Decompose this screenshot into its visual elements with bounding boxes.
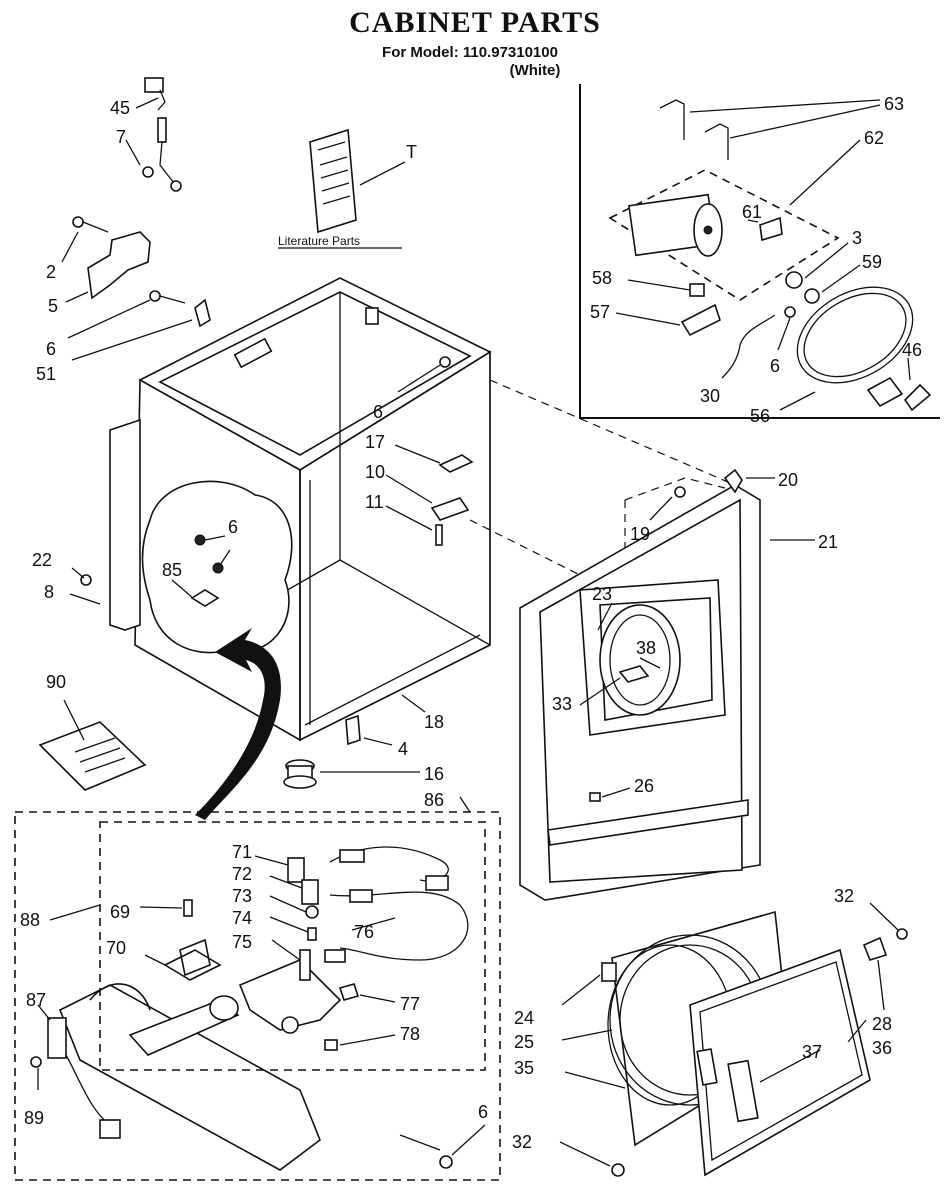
callout-33: 33 <box>552 694 572 714</box>
screw-6-belt <box>784 306 796 318</box>
callout-17: 17 <box>365 432 385 452</box>
callout-6: 6 <box>770 356 780 376</box>
callout-6: 6 <box>478 1102 488 1122</box>
callout-32: 32 <box>834 886 854 906</box>
clip-17 <box>438 454 474 473</box>
callout-74: 74 <box>232 908 252 928</box>
drive-belt-56 <box>796 286 914 384</box>
washer-59 <box>804 288 820 304</box>
callout-45: 45 <box>110 98 130 118</box>
leveling-foot-16 <box>283 759 317 789</box>
callout-78: 78 <box>400 1024 420 1044</box>
clip-20 <box>723 468 743 494</box>
idler-bracket-57 <box>680 303 721 337</box>
callout-20: 20 <box>778 470 798 490</box>
callout-21: 21 <box>818 532 838 552</box>
callout-71: 71 <box>232 842 252 862</box>
screw-32-top <box>896 928 908 940</box>
callout-7: 7 <box>116 127 126 147</box>
callout-T: T <box>406 142 417 162</box>
callout-56: 56 <box>750 406 770 426</box>
switch-10 <box>430 497 470 521</box>
callout-11: 11 <box>365 492 384 512</box>
literature-label: Literature Parts <box>278 234 360 248</box>
callout-51: 51 <box>36 364 56 384</box>
callout-32: 32 <box>512 1132 532 1152</box>
screw-11 <box>435 524 443 546</box>
rear-panel-left <box>109 418 141 631</box>
callout-16: 16 <box>424 764 444 784</box>
callout-76: 76 <box>354 922 374 942</box>
callout-75: 75 <box>232 932 252 952</box>
front-panel-21 <box>519 477 761 901</box>
callout-46: 46 <box>902 340 922 360</box>
callout-63: 63 <box>884 94 904 114</box>
callout-70: 70 <box>106 938 126 958</box>
callout-57: 57 <box>590 302 610 322</box>
callout-24: 24 <box>514 1008 534 1028</box>
callout-23: 23 <box>592 584 612 604</box>
callout-61: 61 <box>742 202 762 222</box>
model-number: For Model: 110.97310100 <box>382 44 558 61</box>
callout-19: 19 <box>630 524 650 544</box>
screw-6-bottom <box>439 1155 453 1169</box>
screw-6-top <box>439 356 451 368</box>
callout-69: 69 <box>110 902 130 922</box>
callout-38: 38 <box>636 638 656 658</box>
screw-26 <box>589 792 601 802</box>
callout-6: 6 <box>46 339 56 359</box>
callout-30: 30 <box>700 386 720 406</box>
callout-10: 10 <box>365 462 385 482</box>
bracket-4 <box>345 714 361 746</box>
callout-22: 22 <box>32 550 52 570</box>
callout-59: 59 <box>862 252 882 272</box>
spring-30 <box>721 314 776 379</box>
callout-4: 4 <box>398 739 408 759</box>
wiring-diagram-card-90 <box>38 721 147 791</box>
callout-5: 5 <box>48 296 58 316</box>
callout-35: 35 <box>514 1058 534 1078</box>
burner-assembly <box>14 811 501 1181</box>
screw-19 <box>674 486 686 498</box>
callout-85: 85 <box>162 560 182 580</box>
callout-72: 72 <box>232 864 252 884</box>
motor-bracket-assembly <box>608 99 840 301</box>
model-color: (White) <box>509 62 561 79</box>
callout-25: 25 <box>514 1032 534 1052</box>
literature-manual <box>309 128 406 234</box>
callout-6: 6 <box>228 517 238 537</box>
door-assembly <box>601 910 888 1177</box>
callout-2: 2 <box>46 262 56 282</box>
callout-86: 86 <box>424 790 444 810</box>
callout-88: 88 <box>20 910 40 930</box>
callout-36: 36 <box>872 1038 892 1058</box>
callout-3: 3 <box>852 228 862 248</box>
callout-18: 18 <box>424 712 444 732</box>
mounting-bracket-5 <box>72 216 151 300</box>
terminal-block-45 <box>144 77 166 111</box>
page-title: CABINET PARTS <box>349 6 601 39</box>
callout-8: 8 <box>44 582 54 602</box>
callout-58: 58 <box>592 268 612 288</box>
exhaust-duct-arrow <box>195 628 281 820</box>
pulley-3 <box>785 271 803 289</box>
callout-37: 37 <box>802 1042 822 1062</box>
callout-6: 6 <box>373 402 383 422</box>
callout-62: 62 <box>864 128 884 148</box>
callout-89: 89 <box>24 1108 44 1128</box>
callout-73: 73 <box>232 886 252 906</box>
callout-77: 77 <box>400 994 420 1014</box>
idler-58 <box>689 283 705 297</box>
motor-clip-46 <box>866 376 932 412</box>
belt-assembly-frame <box>579 84 940 419</box>
callout-87: 87 <box>26 990 46 1010</box>
callout-26: 26 <box>634 776 654 796</box>
screw-32-bottom <box>611 1163 625 1177</box>
callout-28: 28 <box>872 1014 892 1034</box>
callout-90: 90 <box>46 672 66 692</box>
wire-harness-7 <box>142 117 182 192</box>
switch-33 <box>618 665 650 683</box>
